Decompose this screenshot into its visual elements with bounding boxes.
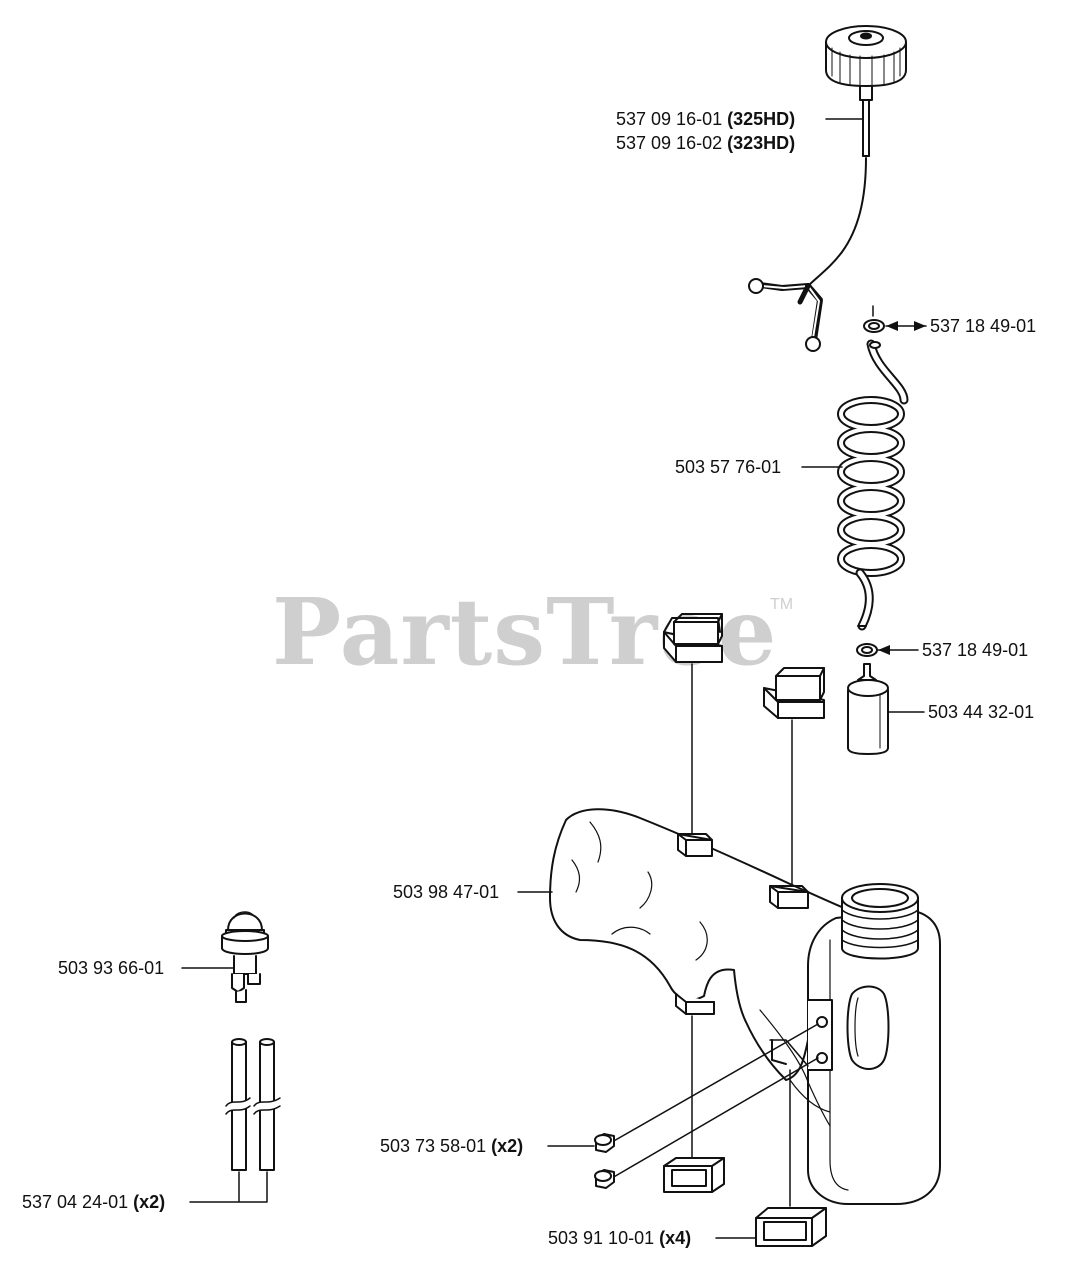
callout-leaders xyxy=(181,118,927,1239)
callout-fuel-filter: 503 44 32-01 xyxy=(928,702,1035,722)
fuel-cap-drawing xyxy=(748,25,907,352)
callout-fuel-hose: 503 57 76-01 xyxy=(675,457,782,477)
callout-cap-323hd: 537 09 16-02 (323HD) xyxy=(616,133,796,153)
fuel-filter-drawing xyxy=(847,663,889,755)
fuel-tank-drawing xyxy=(549,808,941,1205)
callout-grommet-top: 537 18 49-01 xyxy=(930,316,1037,336)
callout-screw: 503 73 58-01 (x2) xyxy=(380,1136,524,1156)
damper-top-right-drawing xyxy=(763,667,825,719)
callout-dampers: 503 91 10-01 (x4) xyxy=(548,1228,692,1248)
fuel-lines-drawing xyxy=(189,1038,284,1203)
grommet-top-drawing xyxy=(863,305,885,333)
damper-on-tank-drawing xyxy=(675,833,809,1015)
callout-fuel-tank: 503 98 47-01 xyxy=(393,882,500,902)
callout-cap-325hd: 537 09 16-01 (325HD) xyxy=(616,109,796,129)
screw-drawing xyxy=(594,1133,615,1189)
grommet-bottom-drawing xyxy=(856,643,878,657)
primer-bulb-drawing xyxy=(221,911,269,1003)
damper-top-left-drawing xyxy=(663,613,723,663)
callout-primer-bulb: 503 93 66-01 xyxy=(58,958,165,978)
watermark-trademark: TM xyxy=(770,596,794,613)
damper-bottom-drawing xyxy=(663,1157,827,1247)
callout-grommet-bottom: 537 18 49-01 xyxy=(922,640,1029,660)
callout-fuel-lines: 537 04 24-01 (x2) xyxy=(22,1192,166,1212)
fuel-hose-drawing xyxy=(837,339,909,631)
